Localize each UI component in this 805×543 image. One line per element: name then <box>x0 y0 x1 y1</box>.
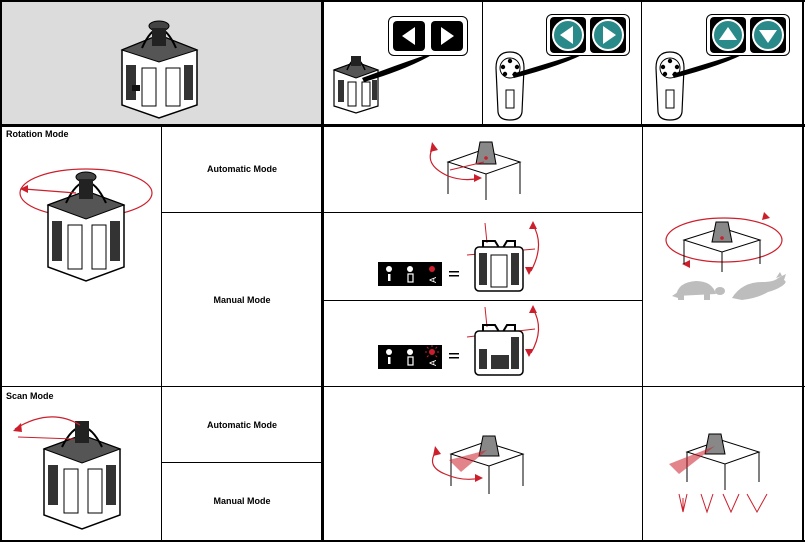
scan-width-diagram <box>669 433 768 514</box>
laser-unit-header-icon <box>120 20 199 119</box>
outer-top-border <box>0 0 805 2</box>
scan-divider <box>0 386 805 387</box>
teal-right-arrow-icon[interactable] <box>590 17 626 53</box>
manual-unit-upper-icon <box>466 221 540 292</box>
outer-bottom-border <box>0 540 805 542</box>
rotation-auto-divider-left <box>161 212 322 213</box>
scan-automatic-label: Automatic Mode <box>206 420 277 430</box>
outer-left-border <box>0 0 2 542</box>
header-divider-1 <box>482 0 483 125</box>
rotation-auto-divider-right <box>324 212 642 213</box>
header-divider-2 <box>641 0 642 125</box>
hare-icon <box>732 272 786 300</box>
laser-unit-small-icon <box>332 56 380 114</box>
right-column-divider <box>642 126 643 541</box>
down-arrow-icon[interactable] <box>750 17 786 53</box>
rotation-manual-label: Manual Mode <box>213 295 271 305</box>
teal-left-arrow-icon[interactable] <box>550 17 586 53</box>
manual-split-divider <box>324 300 642 301</box>
scan-auto-diagram <box>431 435 525 494</box>
scan-manual-label: Manual Mode <box>213 496 271 506</box>
left-arrow-icon[interactable] <box>393 21 425 51</box>
scan-mode-title: Scan Mode <box>6 391 54 401</box>
svg-text:A: A <box>428 360 438 366</box>
scan-auto-divider <box>161 462 322 463</box>
callout-swoosh-3 <box>672 50 752 78</box>
rotation-automatic-label: Automatic Mode <box>206 164 277 174</box>
up-arrow-icon[interactable] <box>710 17 746 53</box>
right-arrow-icon[interactable] <box>431 21 463 51</box>
scan-laser-unit-icon <box>13 416 122 530</box>
callout-swoosh-2 <box>512 50 592 78</box>
equals-sign-1 <box>449 271 459 277</box>
status-panel-blinking-icon: A <box>378 345 442 369</box>
tortoise-icon <box>672 281 725 300</box>
header-divider <box>0 124 805 127</box>
remote-control-icon <box>495 51 525 121</box>
manual-unit-lower-icon <box>466 305 540 376</box>
mode-column-left-divider <box>161 126 162 541</box>
rotation-mode-title: Rotation Mode <box>6 129 69 139</box>
callout-swoosh-1 <box>362 50 440 82</box>
equals-sign-2 <box>449 353 459 359</box>
outer-right-border <box>802 0 804 542</box>
remote-control-2-icon <box>655 51 685 121</box>
rotation-speed-diagram <box>665 212 783 272</box>
rotation-auto-diagram <box>429 141 522 200</box>
main-vertical-divider <box>321 0 324 542</box>
rotation-laser-unit-icon <box>19 168 153 282</box>
status-panel-icon: A <box>378 262 442 286</box>
svg-text:A: A <box>428 277 438 283</box>
